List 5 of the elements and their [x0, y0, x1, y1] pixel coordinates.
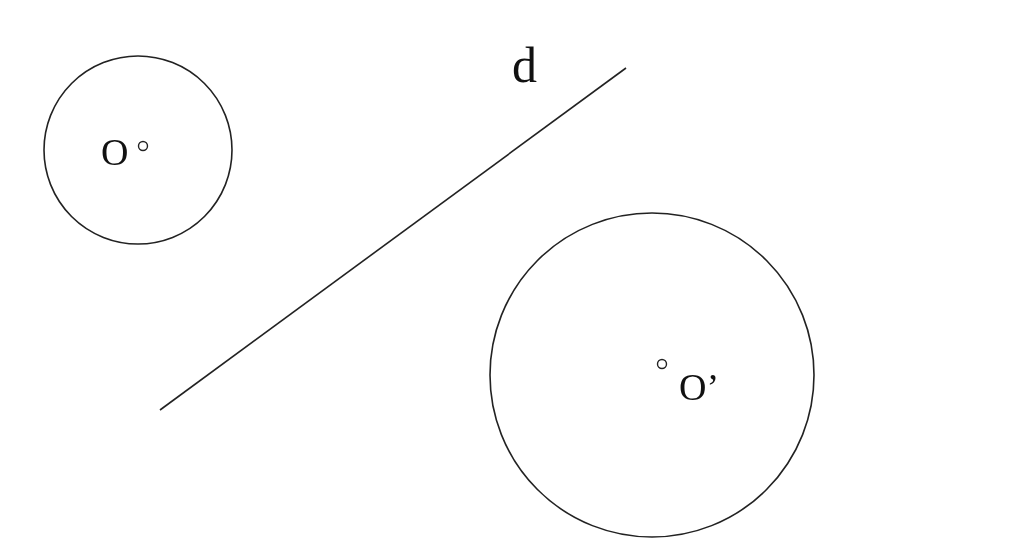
center-label: O’ [679, 368, 720, 406]
circle [489, 212, 815, 538]
circle [43, 55, 233, 245]
line-label: d [512, 40, 537, 90]
center-label: O [101, 133, 129, 171]
